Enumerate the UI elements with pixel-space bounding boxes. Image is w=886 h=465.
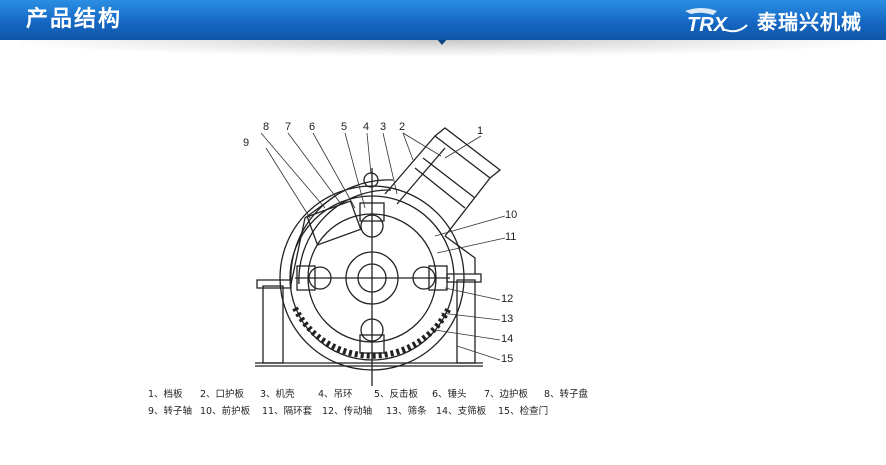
callout-numbers: 1 2 3 4 5 6 7 8 9 10 11 12 13 14 15: [243, 121, 517, 365]
legend-item-label: 档板: [163, 389, 183, 400]
callout-10: 10: [505, 209, 517, 221]
legend-item-number: 12、: [322, 406, 344, 417]
legend-item: 2、口护板: [200, 386, 260, 403]
header-banner: 产品结构 TRX 泰瑞兴机械: [0, 0, 886, 40]
legend-item-number: 6、: [432, 389, 448, 400]
legend-item: 10、前护板: [200, 403, 262, 420]
callout-7: 7: [285, 121, 291, 133]
legend-item-label: 边护板: [499, 389, 529, 400]
legend-item-number: 1、: [148, 389, 164, 400]
legend-item-label: 锤头: [447, 389, 467, 400]
legend-item: 14、支筛板: [436, 403, 498, 420]
banner-shadow: [20, 40, 866, 56]
page-title: 产品结构: [26, 7, 123, 32]
callout-13: 13: [501, 313, 513, 325]
legend-item: 12、传动轴: [322, 403, 386, 420]
callout-12: 12: [501, 293, 513, 305]
banner-notch: [436, 38, 448, 45]
callout-2: 2: [399, 121, 405, 133]
legend-item-label: 检查门: [519, 406, 549, 417]
legend-item-number: 10、: [200, 406, 222, 417]
legend-item-label: 转子盘: [559, 389, 589, 400]
legend-item-label: 反击板: [389, 389, 419, 400]
legend-item: 1、档板: [148, 386, 200, 403]
legend-item-number: 15、: [498, 406, 520, 417]
callout-leaders: [260, 132, 506, 361]
crusher-drawing: 1 2 3 4 5 6 7 8 9 10 11 12 13 14 15: [243, 121, 517, 386]
legend-item-number: 7、: [484, 389, 500, 400]
callout-9: 9: [243, 137, 249, 149]
callout-1: 1: [477, 125, 483, 137]
legend-item: 13、筛条: [386, 403, 436, 420]
legend-item-label: 机壳: [275, 389, 295, 400]
legend-item-number: 2、: [200, 389, 216, 400]
callout-14: 14: [501, 333, 513, 345]
legend-item-label: 前护板: [221, 406, 251, 417]
legend-item: 6、锤头: [432, 386, 484, 403]
callout-8: 8: [263, 121, 269, 133]
legend-item-number: 9、: [148, 406, 164, 417]
legend-item-label: 筛条: [407, 406, 427, 417]
legend-item-label: 隔环套: [283, 406, 313, 417]
brand[interactable]: TRX 泰瑞兴机械: [683, 4, 862, 36]
legend-item-label: 吊环: [333, 389, 353, 400]
callout-5: 5: [341, 121, 347, 133]
legend-item-number: 3、: [260, 389, 276, 400]
legend-item-number: 8、: [544, 389, 560, 400]
legend-item-number: 5、: [374, 389, 390, 400]
legend-item-label: 支筛板: [457, 406, 487, 417]
legend-item-number: 13、: [386, 406, 408, 417]
legend-item-number: 11、: [262, 406, 284, 417]
legend-item-label: 口护板: [215, 389, 245, 400]
brand-logo-icon: TRX: [685, 8, 748, 35]
legend-item: 4、吊环: [318, 386, 374, 403]
legend-item: 8、转子盘: [544, 386, 600, 403]
callout-11: 11: [505, 231, 516, 243]
legend-item-label: 传动轴: [343, 406, 373, 417]
legend-item: 7、边护板: [484, 386, 544, 403]
callout-6: 6: [309, 121, 315, 133]
callout-3: 3: [380, 121, 386, 133]
legend-item: 11、隔环套: [262, 403, 322, 420]
brand-logo-text: TRX: [687, 14, 729, 35]
callout-15: 15: [501, 353, 513, 365]
legend-item-number: 4、: [318, 389, 334, 400]
legend-item: 15、检查门: [498, 403, 554, 420]
legend-item: 9、转子轴: [148, 403, 200, 420]
structure-diagram: 1 2 3 4 5 6 7 8 9 10 11 12 13 14 15: [145, 108, 600, 418]
legend-item-label: 转子轴: [163, 406, 193, 417]
brand-name: 泰瑞兴机械: [757, 9, 862, 34]
legend-item: 5、反击板: [374, 386, 432, 403]
callout-4: 4: [363, 121, 369, 133]
legend-item: 3、机壳: [260, 386, 318, 403]
legend-item-number: 14、: [436, 406, 458, 417]
crusher-body: [255, 127, 502, 386]
